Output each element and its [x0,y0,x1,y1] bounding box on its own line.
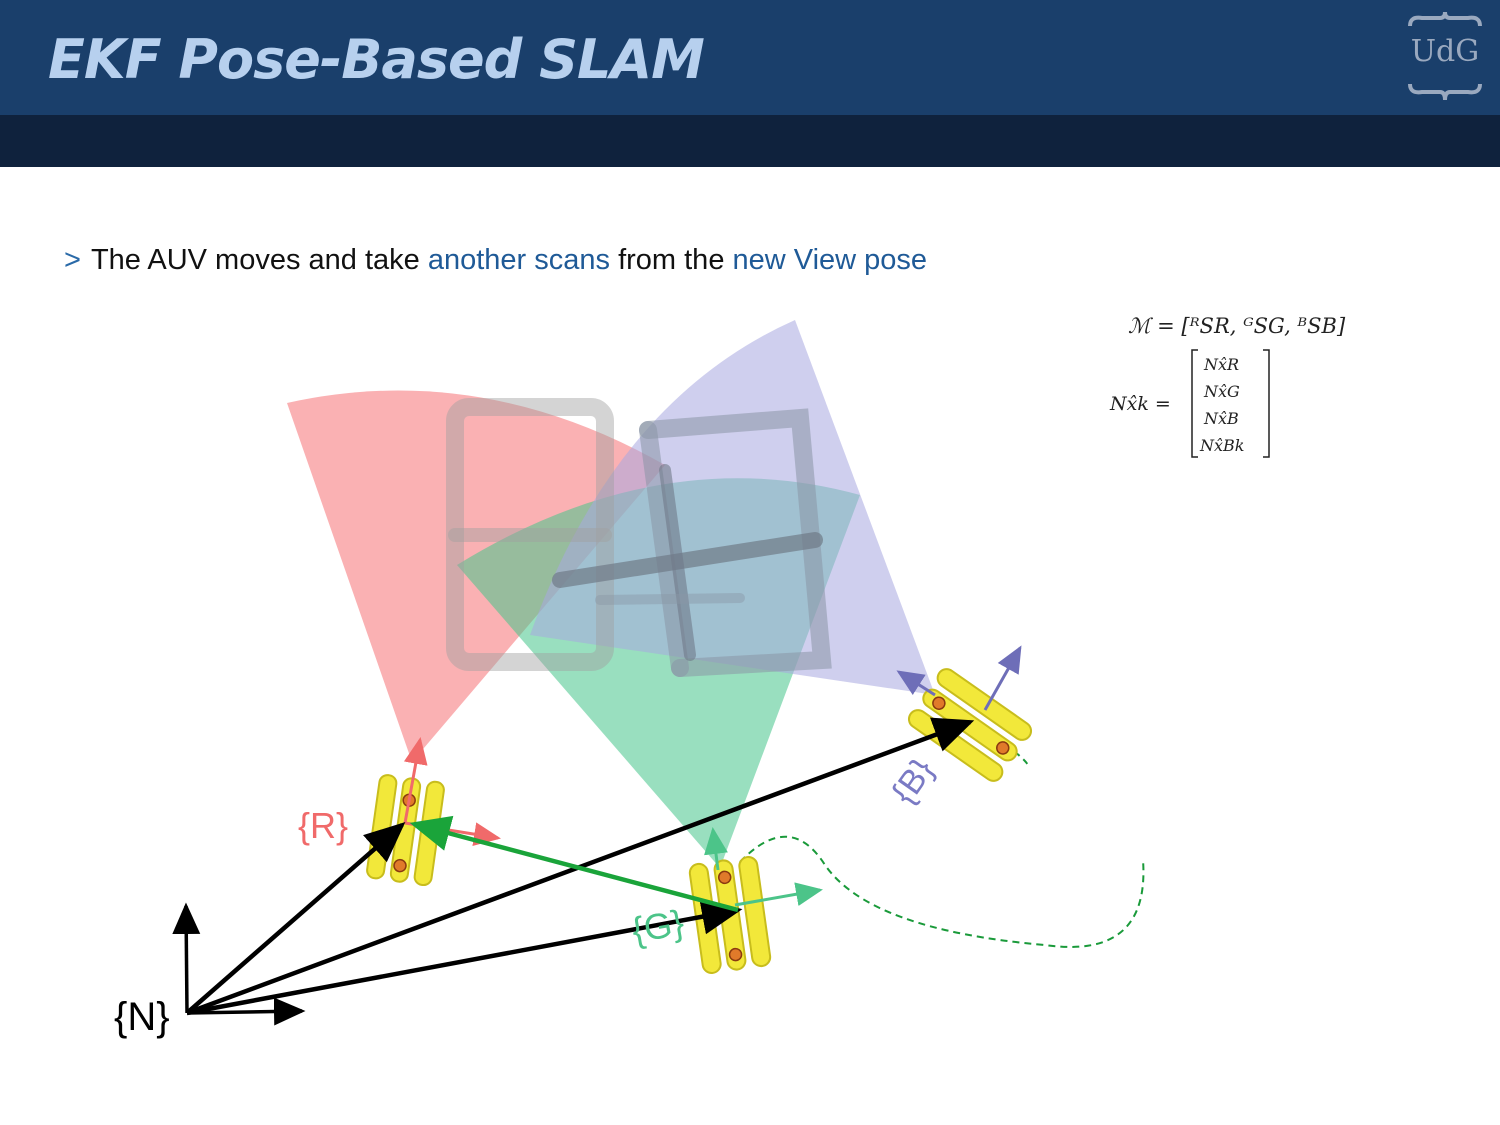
bullet-marker: > [64,244,81,276]
pipe-structure [446,398,832,677]
map-equation: ℳ = [ᴿSR, ᴳSG, ᴮSB] [1128,314,1346,338]
state-row-b: Nx̂B [1203,409,1239,428]
frame-g-y-axis [704,827,728,871]
header-bar [0,0,1500,115]
bullet-text-1: The AUV moves and take [90,244,428,276]
matrix-right-bracket [1263,349,1270,458]
matrix-left-bracket [1191,349,1198,458]
frame-n-y-axis [172,902,201,1014]
vector-n-to-r [185,822,406,1015]
scan-sector-b [530,320,935,695]
auv-trajectory [739,835,1145,948]
frame-b-x-axis [983,645,1022,711]
frame-r-y-axis [403,737,428,824]
vector-g-to-r [409,815,739,913]
frame-b-y-axis [896,670,936,697]
bullet-highlight-2: new View pose [732,244,928,276]
bullet-text-2: from the [610,244,733,276]
frame-g-x-axis [734,882,823,907]
header-band [0,115,1500,167]
state-row-bk: Nx̂Bk [1199,436,1244,455]
slide-title: EKF Pose-Based SLAM [48,28,705,91]
state-row-g: Nx̂G [1203,382,1240,401]
equations: ℳ = [ᴿSR, ᴳSG, ᴮSB] Nx̂k = Nx̂R Nx̂G Nx̂… [1109,314,1346,458]
frame-n-x-axis [186,997,306,1026]
bullet-line: > The AUV moves and take another scans fr… [64,244,927,277]
frame-label-n: {N} [114,995,170,1039]
logo-brace-icon [1408,11,1482,101]
state-row-r: Nx̂R [1203,355,1239,374]
frame-label-g: {G} [629,901,687,950]
logo-text: UdG [1410,34,1480,69]
vector-n-to-g [186,898,743,1016]
udg-logo: UdG [1400,10,1490,105]
frame-label-r: {R} [298,805,348,846]
frame-label-b: {B} [884,752,941,811]
bullet-highlight-1: another scans [427,244,611,276]
state-equation-lhs: Nx̂k = [1109,393,1171,415]
